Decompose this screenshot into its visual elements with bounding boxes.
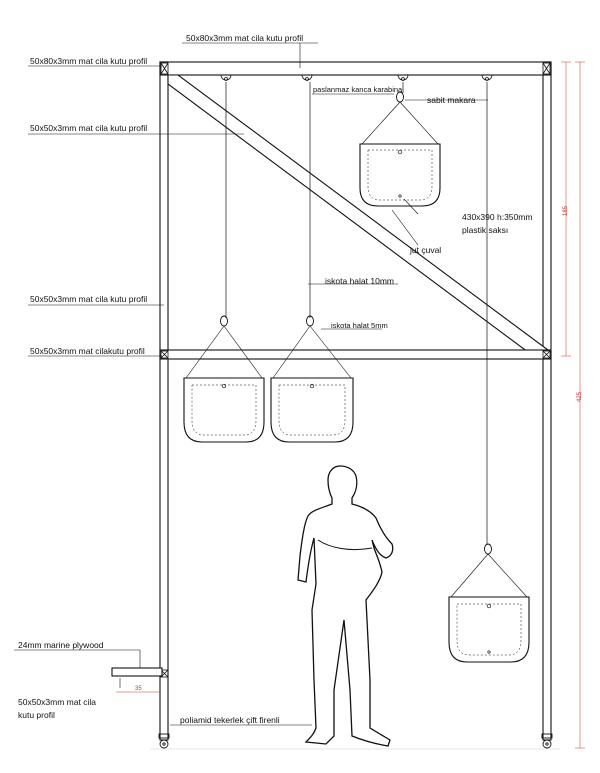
pulleys <box>220 74 493 81</box>
left-post <box>159 61 169 741</box>
label-mid-beam-profile: 50x50x3mm mat cilakutu profil <box>30 346 145 356</box>
label-rope-5mm: iskota halat 5mm <box>331 321 388 330</box>
caster-wheels <box>158 733 553 749</box>
human-figure <box>297 465 394 747</box>
label-left-post-profile: 50x50x3mm mat cila kutu profil <box>30 294 148 304</box>
hanging-pot-upper <box>359 91 441 207</box>
dim-total-height: 425 <box>577 391 583 402</box>
hanging-pot-left <box>183 315 265 443</box>
label-top-profile-center: 50x80x3mm mat cila kutu profil <box>186 33 304 43</box>
label-wheels: poliamid tekerlek çift firenli <box>180 715 280 725</box>
label-pot-type: plastik saksı <box>462 225 509 235</box>
label-rope-10mm: iskota halat 10mm <box>325 276 394 286</box>
dim-shelf-depth: 35 <box>135 686 142 692</box>
label-plywood: 24mm marine plywood <box>18 640 104 650</box>
label-pot-size: 430x390 h:350mm <box>462 212 533 222</box>
dim-upper-height: 185 <box>563 205 569 216</box>
human-crossed-arm <box>317 539 373 551</box>
label-hook: paslanmaz kanca karabina <box>313 85 403 94</box>
label-bottom-profile-1: 50x50x3mm mat cila <box>18 697 96 707</box>
hanging-pot-middle <box>270 315 354 443</box>
label-jute: jut çuval <box>410 245 442 255</box>
leader-lines <box>14 42 488 726</box>
label-top-profile-left: 50x80x3mm mat cila kutu profil <box>30 56 148 66</box>
label-diagonal-profile: 50x50x3mm mat cila kutu profil <box>30 123 148 133</box>
dimension-lines <box>561 61 585 749</box>
right-post <box>542 61 552 741</box>
plywood-shelf <box>111 667 163 677</box>
top-beam <box>159 61 552 76</box>
label-pulley: sabit makara <box>427 95 476 105</box>
label-bottom-profile-2: kutu profil <box>18 710 55 720</box>
ropes <box>225 82 488 545</box>
middle-beam <box>159 349 552 360</box>
corner-joints <box>160 62 551 678</box>
hanging-pot-lower <box>448 543 530 663</box>
